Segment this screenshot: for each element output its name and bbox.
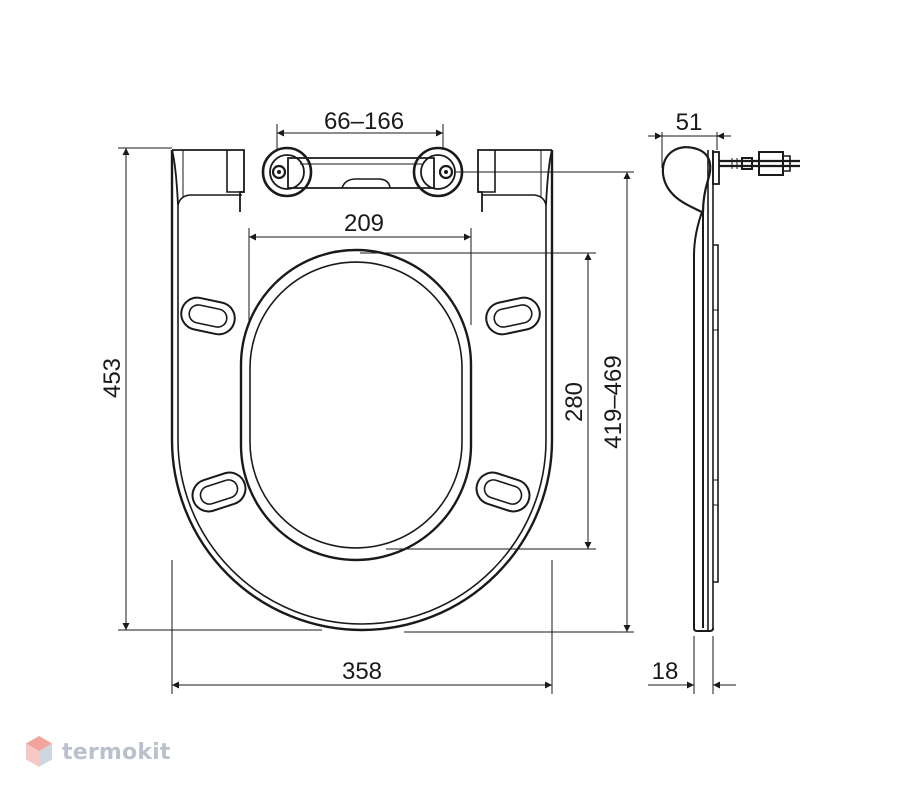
seat-opening-outer: [239, 248, 473, 562]
dimension-thickness: 18: [648, 636, 736, 694]
right-hinge: [412, 146, 464, 198]
seat-inner-rim: [177, 205, 547, 625]
dimension-inner-length-label: 280: [561, 382, 588, 422]
watermark: termokit: [24, 734, 171, 770]
dimension-inner-length: 280: [360, 252, 596, 550]
dimension-side-depth: 51: [648, 109, 731, 168]
left-hinge: [261, 146, 313, 198]
hexagon-logo-icon: [26, 736, 52, 767]
seat-opening-inner: [249, 261, 463, 549]
dimension-overall-length-label: 453: [99, 358, 126, 398]
dimension-inner-width-label: 209: [344, 210, 384, 237]
dimension-thickness-label: 18: [652, 658, 679, 685]
dimension-inner-width: 209: [248, 210, 472, 325]
side-hinge-head: [661, 146, 712, 213]
dimension-side-depth-label: 51: [676, 109, 703, 136]
bumper-bottom-right: [475, 471, 531, 513]
bumper-top-right: [485, 296, 541, 336]
side-lid-front: [693, 211, 703, 628]
seat-outer-outline: [170, 150, 554, 632]
side-mounting-bolt: [712, 151, 800, 185]
dimension-mount-distance: 419–469: [404, 171, 634, 633]
dimension-overall-width-label: 358: [342, 658, 382, 685]
watermark-text: termokit: [62, 739, 171, 765]
dimension-hinge-span-label: 66–166: [324, 108, 404, 135]
seat-front-view: [170, 146, 554, 632]
seat-side-view: [661, 146, 800, 632]
bumper-bottom-left: [191, 471, 247, 513]
dimension-mount-distance-label: 419–469: [600, 355, 627, 448]
dimension-hinge-span: 66–166: [276, 108, 444, 150]
bumper-top-left: [180, 296, 236, 336]
dimension-overall-length: 453: [99, 147, 322, 631]
dimension-overall-width: 358: [171, 560, 553, 694]
